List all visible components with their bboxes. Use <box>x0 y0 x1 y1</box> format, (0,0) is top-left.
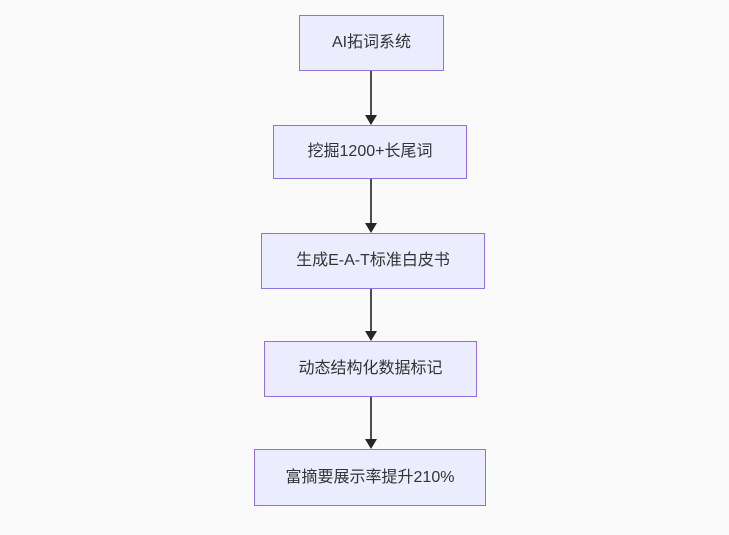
node-label: AI拓词系统 <box>331 34 412 52</box>
arrow-line <box>369 289 372 331</box>
node-label: 挖掘1200+长尾词 <box>307 143 433 161</box>
flowchart-arrow-2 <box>364 179 377 233</box>
flowchart-arrow-3 <box>364 289 377 341</box>
flowchart-arrow-1 <box>364 71 377 125</box>
flowchart-node-rich-snippet-rate-increase: 富摘要展示率提升210% <box>254 449 486 506</box>
flowchart-node-ai-word-expansion-system: AI拓词系统 <box>299 15 444 71</box>
arrow-line <box>369 397 372 439</box>
flowchart-node-dynamic-structured-data-markup: 动态结构化数据标记 <box>264 341 477 397</box>
flowchart-node-mine-longtail-keywords: 挖掘1200+长尾词 <box>273 125 467 179</box>
arrow-line <box>369 179 372 223</box>
node-label: 生成E-A-T标准白皮书 <box>296 252 450 270</box>
arrowhead-down-icon <box>364 331 377 341</box>
arrow-line <box>369 71 372 115</box>
arrowhead-down-icon <box>364 439 377 449</box>
flowchart-arrow-4 <box>364 397 377 449</box>
node-label: 富摘要展示率提升210% <box>285 468 455 486</box>
arrowhead-down-icon <box>364 115 377 125</box>
node-label: 动态结构化数据标记 <box>298 360 443 378</box>
arrowhead-down-icon <box>364 223 377 233</box>
flowchart-node-generate-eat-whitepaper: 生成E-A-T标准白皮书 <box>261 233 485 289</box>
